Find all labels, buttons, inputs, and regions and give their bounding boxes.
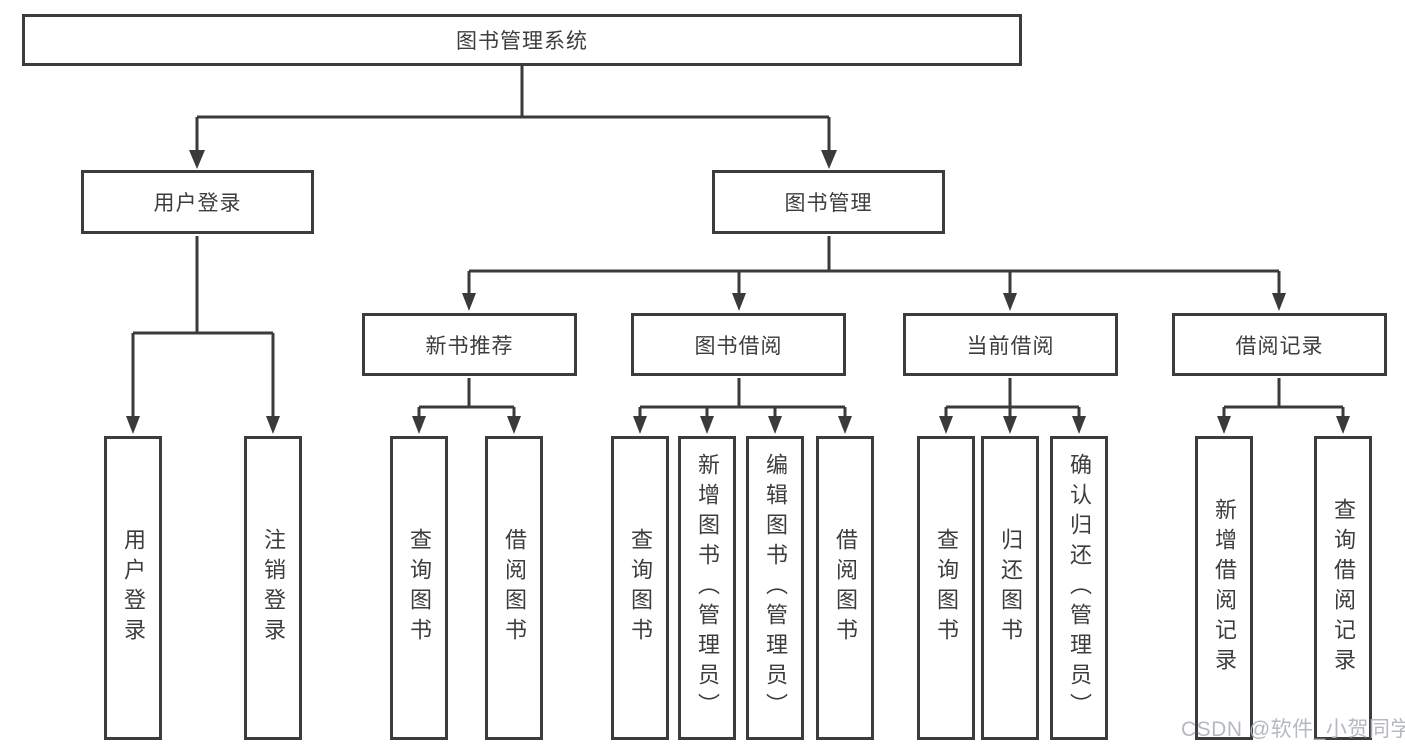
leaf-return-books: 归还图书 (981, 436, 1039, 740)
leaf-add-borrow-record: 新增借阅记录 (1195, 436, 1253, 740)
leaf-query-books-recommend: 查询图书 (390, 436, 448, 740)
node-book-borrowing: 图书借阅 (631, 313, 846, 376)
leaf-user-login: 用户登录 (104, 436, 162, 740)
node-label: 图书借阅 (694, 334, 783, 358)
leaf-logout: 注销登录 (244, 436, 302, 740)
node-label: 图书管理 (784, 192, 873, 215)
node-label: 当前借阅 (966, 334, 1055, 358)
node-new-book-recommendation: 新书推荐 (362, 313, 577, 376)
node-label: 用户登录 (153, 192, 242, 215)
node-label: 借阅图书 (833, 528, 858, 648)
node-label: 新书推荐 (425, 334, 514, 358)
leaf-edit-books-admin: 编辑图书（管理员） (746, 436, 804, 740)
arrowheads (126, 150, 1350, 434)
watermark: CSDN @软件_小贺同学 (1181, 718, 1405, 741)
node-label: 注销登录 (261, 528, 286, 648)
node-label: 确认归还（管理员） (1067, 453, 1092, 723)
node-label: 查询借阅记录 (1331, 498, 1356, 678)
node-label: 查询图书 (407, 528, 432, 648)
leaf-query-borrow-record: 查询借阅记录 (1314, 436, 1372, 740)
node-label: 查询图书 (934, 528, 959, 648)
node-user-login: 用户登录 (81, 170, 314, 234)
leaf-query-books-borrowing: 查询图书 (611, 436, 669, 740)
node-label: 用户登录 (121, 528, 146, 648)
leaf-confirm-return-admin: 确认归还（管理员） (1050, 436, 1108, 740)
node-label: 新增图书（管理员） (695, 453, 720, 723)
node-label: 归还图书 (998, 528, 1023, 648)
node-label: 借阅图书 (502, 528, 527, 648)
node-borrowing-records: 借阅记录 (1172, 313, 1387, 376)
node-label: 新增借阅记录 (1212, 498, 1237, 678)
leaf-borrow-books: 借阅图书 (816, 436, 874, 740)
node-book-management: 图书管理 (712, 170, 945, 234)
node-current-borrowing: 当前借阅 (903, 313, 1118, 376)
leaf-query-books-current: 查询图书 (917, 436, 975, 740)
node-label: 借阅记录 (1235, 334, 1324, 358)
node-label: 图书管理系统 (456, 30, 588, 53)
leaf-add-books-admin: 新增图书（管理员） (678, 436, 736, 740)
node-library-management-system: 图书管理系统 (22, 14, 1022, 66)
node-label: 查询图书 (628, 528, 653, 648)
node-label: 编辑图书（管理员） (763, 453, 788, 723)
leaf-borrow-books-recommend: 借阅图书 (485, 436, 543, 740)
